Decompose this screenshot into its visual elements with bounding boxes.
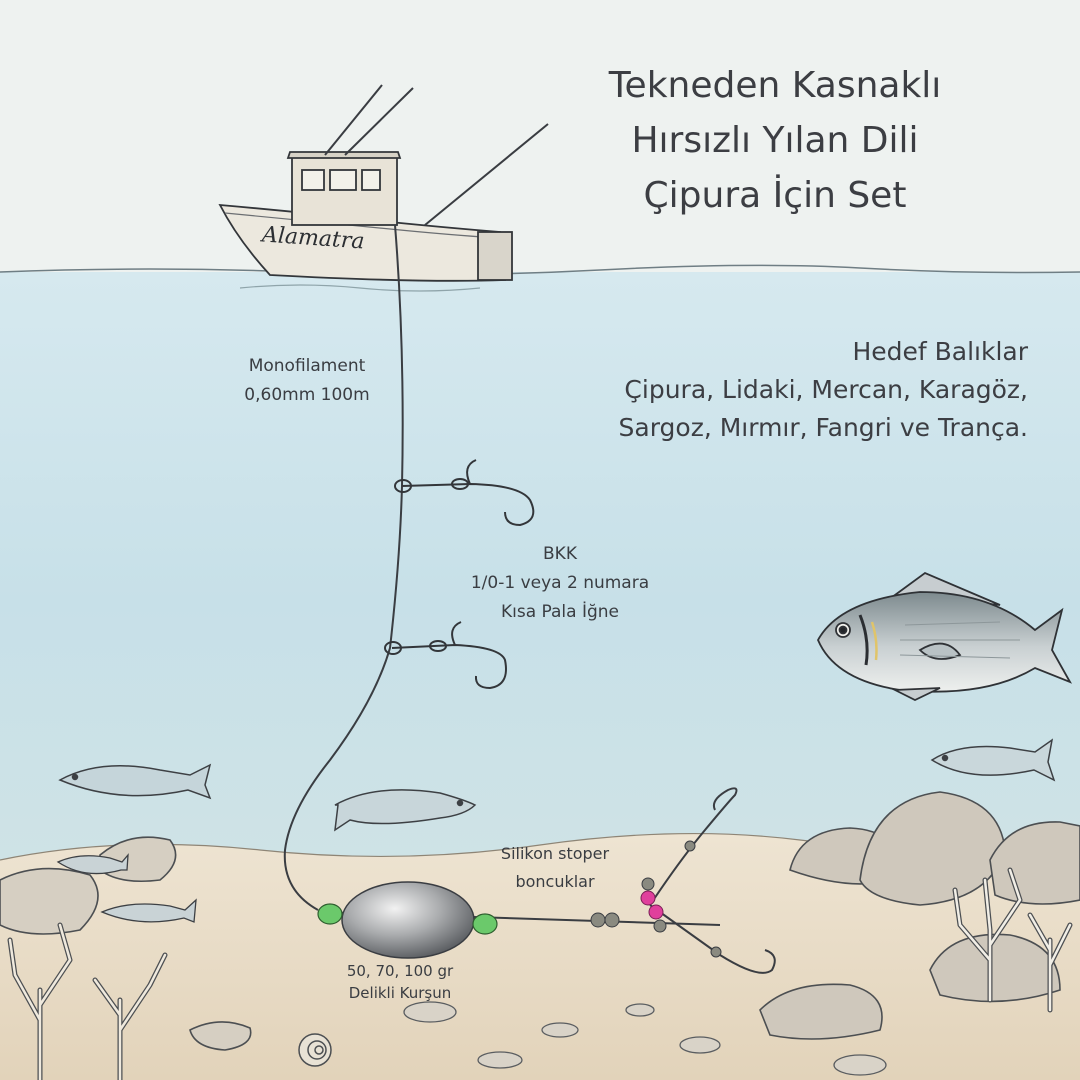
bead-pink-1	[640, 890, 656, 906]
line-label: Monofilament 0,60mm 100m	[222, 352, 392, 410]
fish-left	[58, 763, 212, 800]
sinker	[341, 881, 475, 959]
water	[0, 272, 1080, 872]
hook-label-3: Kısa Pala İğne	[500, 602, 620, 622]
hook-label: BKK 1/0-1 veya 2 numara Kısa Pala İğne	[440, 540, 680, 627]
title-line-3: Çipura İçin Set	[643, 175, 907, 216]
sinker-label-2: Delikli Kurşun	[348, 984, 452, 1002]
stopper-label: Silikon stoper boncuklar	[470, 840, 640, 896]
boat	[218, 84, 549, 282]
boat-engine	[477, 231, 513, 281]
snail-shell	[298, 1033, 332, 1067]
fish-bottom-2	[100, 898, 197, 923]
stopper-label-2: boncuklar	[515, 872, 595, 891]
sinker-label-1: 50, 70, 100 gr	[346, 962, 454, 980]
target-fish-line-2: Sargoz, Mırmır, Fangri ve Trança.	[618, 413, 1029, 442]
hook-label-2: 1/0-1 veya 2 numara	[470, 573, 650, 593]
bead-green-right	[472, 913, 498, 935]
bead-green-left	[317, 903, 343, 925]
fish-right-small	[930, 738, 1056, 782]
page-title: Tekneden Kasnaklı Hırsızlı Yılan Dili Çi…	[545, 58, 1005, 223]
line-label-1: Monofilament	[248, 356, 366, 376]
fishing-line	[283, 224, 404, 911]
hook-lower	[384, 621, 507, 690]
sinker-rig	[317, 787, 776, 974]
target-fish-line-1: Çipura, Lidaki, Mercan, Karagöz,	[624, 375, 1028, 404]
water-surface-line	[0, 264, 1080, 276]
sinker-label: 50, 70, 100 gr Delikli Kurşun	[330, 960, 470, 1004]
coral-right-fill	[953, 868, 1072, 1012]
fish-middle	[334, 789, 477, 832]
hook-label-1: BKK	[543, 544, 577, 564]
rocks-left	[0, 836, 252, 1051]
title-line-1: Tekneden Kasnaklı	[608, 65, 942, 106]
target-fish-heading: Hedef Balıklar	[852, 337, 1028, 366]
water-ripple	[239, 284, 481, 292]
rocks-right	[759, 791, 1080, 1040]
hook-upper	[394, 459, 535, 527]
target-fish-block: Hedef Balıklar Çipura, Lidaki, Mercan, K…	[508, 333, 1029, 447]
coral-left-fill	[8, 923, 167, 1080]
pebbles	[403, 1001, 887, 1076]
sky	[0, 0, 1080, 275]
stopper-label-1: Silikon stoper	[500, 844, 610, 863]
fish-bottom-1	[56, 853, 129, 875]
line-label-2: 0,60mm 100m	[244, 385, 370, 405]
sea-bream-fish	[817, 571, 1073, 702]
bead-pink-2	[648, 904, 664, 920]
title-line-2: Hırsızlı Yılan Dili	[631, 120, 919, 161]
